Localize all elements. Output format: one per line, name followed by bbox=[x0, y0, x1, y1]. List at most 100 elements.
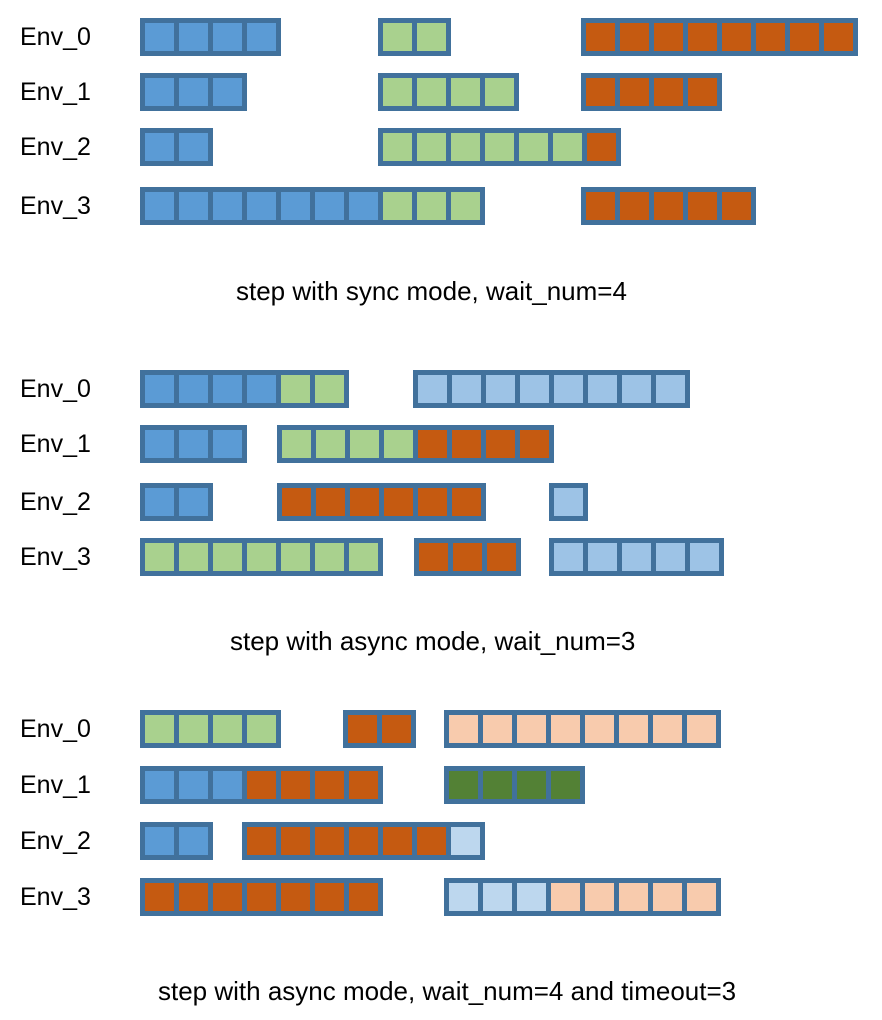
step-cell-orange bbox=[282, 488, 311, 516]
step-cell-orange bbox=[281, 771, 310, 799]
step-cell-peach bbox=[619, 715, 648, 743]
timeline-bar bbox=[549, 538, 724, 576]
env-label: Env_3 bbox=[20, 883, 91, 911]
step-cell-green bbox=[383, 192, 412, 220]
step-cell-orange bbox=[620, 23, 649, 51]
timeline-bar bbox=[140, 822, 213, 860]
step-cell-peach bbox=[585, 715, 614, 743]
step-cell-darkgreen bbox=[483, 771, 512, 799]
step-cell-orange bbox=[487, 543, 516, 571]
step-cell-peach bbox=[483, 715, 512, 743]
timeline-bar bbox=[140, 128, 213, 166]
step-cell-orange bbox=[348, 715, 377, 743]
step-cell-green bbox=[519, 133, 548, 161]
step-cell-blue bbox=[247, 192, 276, 220]
step-cell-orange bbox=[587, 133, 616, 161]
step-cell-peach bbox=[551, 883, 580, 911]
step-cell-green bbox=[451, 78, 480, 106]
step-cell-peach bbox=[619, 883, 648, 911]
step-cell-orange bbox=[790, 23, 819, 51]
step-cell-orange bbox=[315, 771, 344, 799]
step-cell-blue bbox=[213, 771, 242, 799]
step-cell-green bbox=[451, 192, 480, 220]
step-cell-orange bbox=[417, 827, 446, 855]
step-cell-green bbox=[553, 133, 582, 161]
env-label: Env_0 bbox=[20, 23, 91, 51]
timeline-bar bbox=[140, 766, 383, 804]
timeline-bar bbox=[140, 538, 383, 576]
step-cell-orange bbox=[281, 883, 310, 911]
timeline-bar bbox=[581, 73, 722, 111]
step-cell-peach bbox=[687, 715, 716, 743]
step-cell-peach bbox=[551, 715, 580, 743]
env-label: Env_0 bbox=[20, 715, 91, 743]
step-cell-orange bbox=[384, 488, 413, 516]
step-cell-green bbox=[451, 133, 480, 161]
step-cell-orange bbox=[419, 543, 448, 571]
env-label: Env_2 bbox=[20, 488, 91, 516]
step-cell-skyblue bbox=[690, 543, 719, 571]
step-cell-skyblue bbox=[486, 375, 515, 403]
step-cell-green bbox=[145, 715, 174, 743]
step-cell-orange bbox=[688, 23, 717, 51]
step-cell-green bbox=[282, 430, 311, 458]
step-cell-blue bbox=[145, 192, 174, 220]
step-cell-orange bbox=[382, 715, 411, 743]
step-cell-skyblue bbox=[588, 375, 617, 403]
step-cell-green bbox=[281, 543, 310, 571]
step-cell-peach bbox=[653, 715, 682, 743]
step-cell-darkgreen bbox=[517, 771, 546, 799]
step-cell-orange bbox=[654, 23, 683, 51]
step-cell-green bbox=[383, 23, 412, 51]
timeline-bar bbox=[414, 538, 521, 576]
timeline-bar bbox=[343, 710, 416, 748]
step-cell-orange bbox=[620, 192, 649, 220]
step-cell-orange bbox=[453, 543, 482, 571]
step-cell-blue bbox=[179, 375, 208, 403]
env-label: Env_0 bbox=[20, 375, 91, 403]
step-cell-orange bbox=[688, 192, 717, 220]
step-cell-blue bbox=[213, 375, 242, 403]
step-cell-green bbox=[383, 133, 412, 161]
timeline-bar bbox=[581, 187, 756, 225]
section-caption-1: step with sync mode, wait_num=4 bbox=[236, 276, 627, 306]
timeline-bar bbox=[277, 425, 554, 463]
step-cell-green bbox=[213, 543, 242, 571]
step-cell-orange bbox=[349, 771, 378, 799]
step-cell-orange bbox=[349, 827, 378, 855]
step-cell-blue bbox=[145, 23, 174, 51]
timeline-bar bbox=[378, 73, 519, 111]
step-cell-green bbox=[485, 133, 514, 161]
step-cell-skyblue bbox=[656, 375, 685, 403]
step-cell-skyblue bbox=[554, 488, 583, 516]
step-cell-skyblue bbox=[520, 375, 549, 403]
step-cell-orange bbox=[247, 883, 276, 911]
step-cell-blue bbox=[281, 192, 310, 220]
step-cell-skyblue bbox=[418, 375, 447, 403]
step-cell-blue bbox=[179, 430, 208, 458]
step-cell-orange bbox=[247, 771, 276, 799]
step-cell-blue bbox=[179, 133, 208, 161]
step-cell-blue bbox=[179, 192, 208, 220]
step-cell-blue bbox=[145, 133, 174, 161]
step-cell-orange bbox=[145, 883, 174, 911]
env-label: Env_2 bbox=[20, 133, 91, 161]
step-cell-peach bbox=[449, 715, 478, 743]
step-cell-blue bbox=[179, 488, 208, 516]
step-cell-orange bbox=[654, 78, 683, 106]
step-cell-blue bbox=[145, 430, 174, 458]
step-cell-orange bbox=[722, 192, 751, 220]
step-cell-orange bbox=[281, 827, 310, 855]
step-cell-blue bbox=[213, 78, 242, 106]
step-cell-orange bbox=[654, 192, 683, 220]
timeline-bar bbox=[140, 187, 485, 225]
step-cell-blue bbox=[145, 771, 174, 799]
timeline-bar bbox=[140, 710, 281, 748]
step-cell-paleblue bbox=[449, 883, 478, 911]
step-cell-blue bbox=[179, 827, 208, 855]
step-cell-green bbox=[179, 543, 208, 571]
step-cell-blue bbox=[213, 23, 242, 51]
timeline-bar bbox=[140, 370, 349, 408]
step-cell-green bbox=[315, 375, 344, 403]
step-cell-green bbox=[349, 543, 378, 571]
